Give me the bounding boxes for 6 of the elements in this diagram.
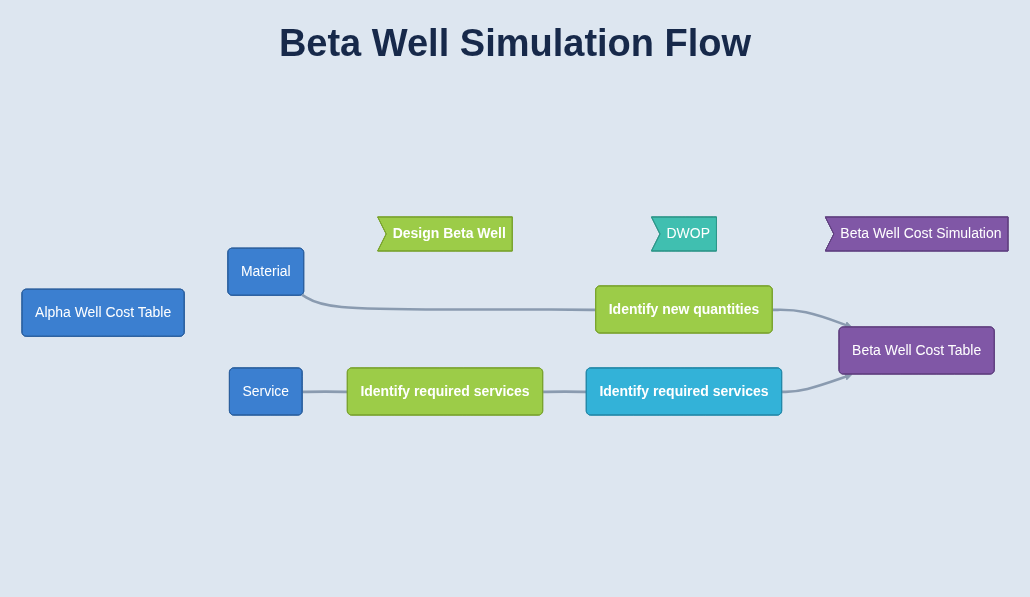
arrow — [782, 373, 853, 394]
connector — [302, 390, 348, 394]
connector — [543, 390, 587, 394]
connector — [301, 293, 597, 312]
arrow — [772, 308, 853, 329]
diagram-title: Beta Well Simulation Flow — [277, 21, 753, 66]
